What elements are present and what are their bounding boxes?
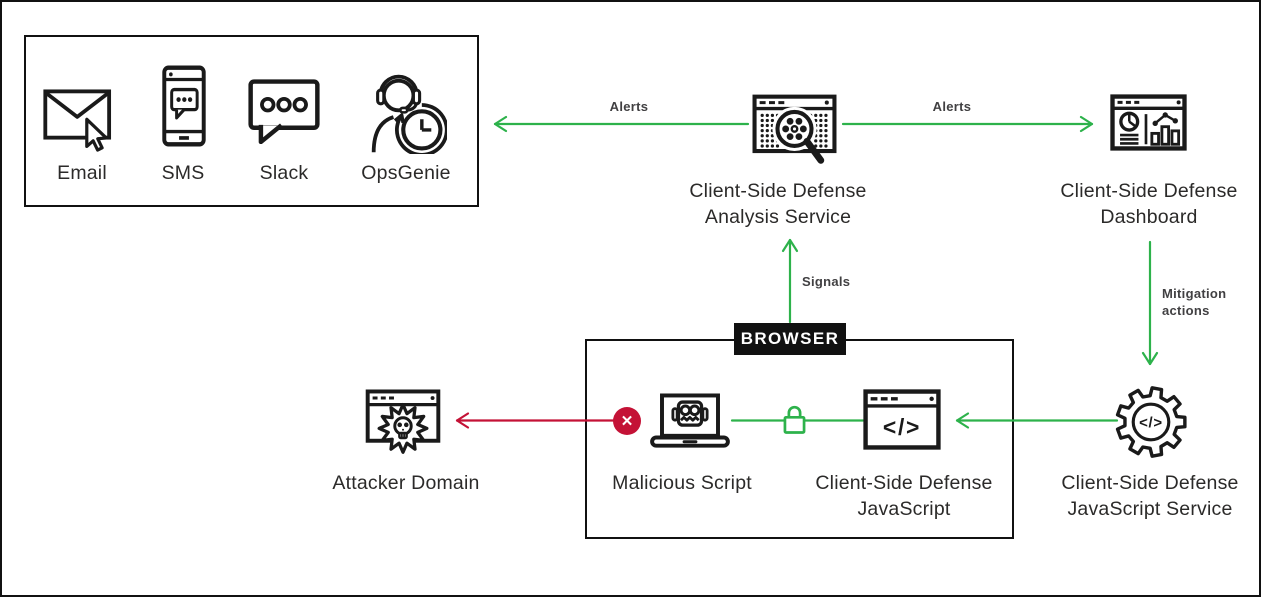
sms-icon	[162, 65, 206, 147]
alerts-right-label: Alerts	[932, 99, 972, 114]
alerts-arrow-right	[841, 115, 1094, 133]
malicious-script-label: Malicious Script	[612, 472, 752, 494]
alerts-left-label: Alerts	[609, 99, 649, 114]
analysis-service-icon	[752, 94, 837, 164]
slack-chat-icon	[248, 79, 320, 144]
signal-dots	[760, 113, 828, 148]
dashboard-label: Client-Side Defense Dashboard	[1060, 180, 1238, 228]
attacker-domain-icon	[365, 389, 441, 454]
alert-channels-box	[24, 35, 479, 207]
mitigation-arrow	[1141, 240, 1159, 366]
browser-label: BROWSER	[734, 323, 846, 355]
csd-javascript-service-icon: </>	[1115, 386, 1187, 458]
channel-label-slack: Slack	[259, 162, 309, 184]
dashboard-icon	[1110, 94, 1187, 151]
code-glyph: </>	[883, 414, 921, 440]
magnifier-lens	[775, 109, 814, 148]
signals-label: Signals	[802, 274, 851, 289]
csd-javascript-service-label: Client-Side Defense JavaScript Service	[1061, 472, 1239, 520]
channel-label-sms: SMS	[161, 162, 205, 184]
mitigation-actions-label: Mitigation actions	[1162, 286, 1227, 318]
code-glyph: </>	[1139, 414, 1163, 431]
csd-javascript-icon: </>	[863, 389, 941, 450]
channel-label-email: Email	[57, 162, 107, 184]
attacker-domain-label: Attacker Domain	[332, 472, 480, 494]
signals-arrow	[781, 238, 799, 324]
opsgenie-icon	[371, 74, 447, 154]
analysis-service-label: Client-Side Defense Analysis Service	[689, 180, 867, 228]
alerts-arrow-left	[493, 115, 750, 133]
malicious-script-icon	[650, 393, 730, 448]
email-icon	[43, 89, 112, 152]
lock-icon	[783, 405, 806, 434]
skull-icon	[393, 416, 413, 436]
blocked-x-icon: ✕	[613, 407, 641, 435]
channel-label-opsgenie: OpsGenie	[361, 162, 451, 184]
magnifier-handle	[803, 137, 825, 164]
csd-javascript-label: Client-Side Defense JavaScript	[815, 472, 993, 520]
